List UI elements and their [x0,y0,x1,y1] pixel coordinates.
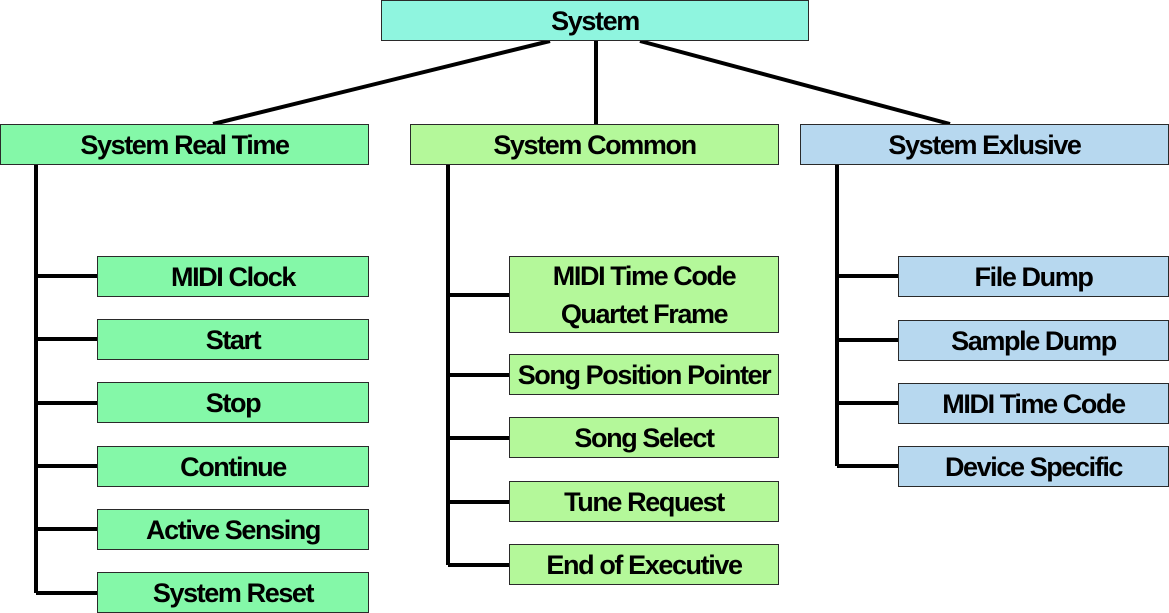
item-label: End of Executive [546,549,743,580]
category-label: System Exlusive [888,129,1082,160]
item-label: Song Position Pointer [517,359,772,390]
item-song-position-pointer: Song Position Pointer [509,354,779,395]
item-label: Device Specific [944,451,1124,482]
item-label-line-2: Quartet Frame [560,298,729,329]
item-midi-time-code: MIDI Time Code [898,383,1169,424]
item-system-reset: System Reset [97,572,369,613]
item-label: Active Sensing [146,514,321,545]
item-label: Start [205,324,262,355]
item-file-dump: File Dump [898,256,1169,297]
item-tune-request: Tune Request [509,481,779,522]
item-midi-clock: MIDI Clock [97,256,369,297]
item-sample-dump: Sample Dump [898,320,1169,361]
item-mtc-quarter-frame: MIDI Time Code Quartet Frame [509,256,779,333]
item-song-select: Song Select [509,417,779,458]
connector-root-exclusive [639,39,951,126]
category-label: System Common [493,129,697,160]
item-label: File Dump [974,261,1094,292]
item-label: System Reset [152,577,315,608]
item-stop: Stop [97,382,369,423]
item-device-specific: Device Specific [898,446,1169,487]
category-system-exclusive: System Exlusive [800,124,1169,165]
category-label: System Real Time [80,129,290,160]
item-label: Continue [180,451,287,482]
item-active-sensing: Active Sensing [97,509,369,550]
item-label: MIDI Clock [170,261,296,292]
item-label: Stop [205,387,262,418]
category-system-common: System Common [410,124,779,165]
item-label: Song Select [574,422,715,453]
item-label: Sample Dump [951,325,1117,356]
root-node: System [381,0,809,41]
item-label: Tune Request [564,486,725,517]
item-end-of-executive: End of Executive [509,544,779,585]
item-continue: Continue [97,446,369,487]
connector-root-realtime [212,39,551,126]
item-label-line-1: MIDI Time Code [552,260,737,291]
item-start: Start [97,319,369,360]
category-system-real-time: System Real Time [0,124,369,165]
root-label: System [551,5,640,36]
item-label: MIDI Time Code [942,388,1126,419]
